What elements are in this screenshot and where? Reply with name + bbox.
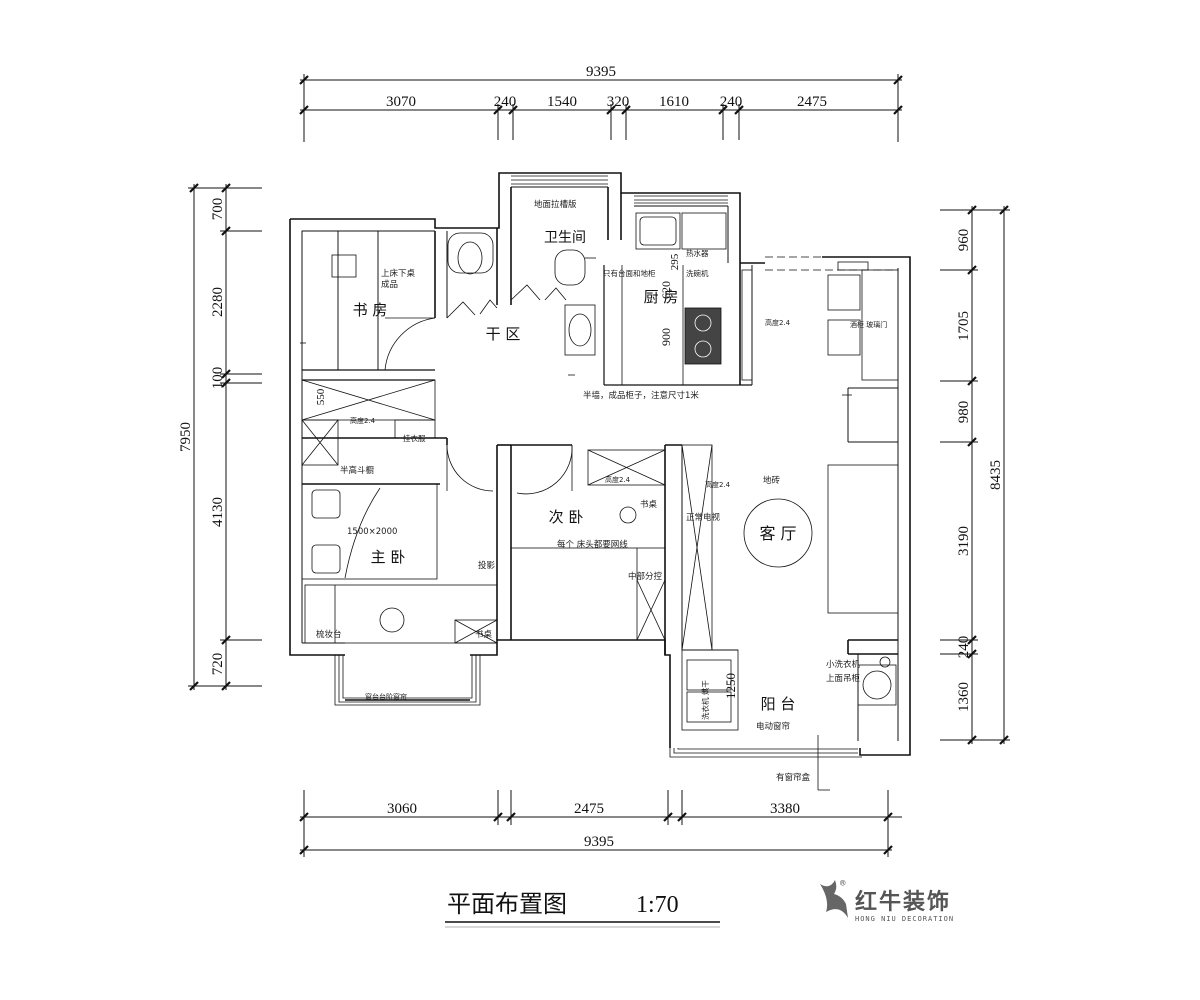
dimension-lines	[188, 74, 1010, 857]
brand-logo: ® 红牛装饰 HONG NIU DECORATION	[820, 879, 954, 923]
note-network: 每个 床头都要网线	[557, 539, 628, 550]
note-half-wall: 半墙，成品柜子，注意尺寸1米	[583, 390, 699, 401]
dim-top-segment: 2475	[797, 94, 827, 110]
dim-left-segment: 700	[210, 198, 226, 221]
dim-balcony: 1250	[723, 673, 738, 699]
dim-top-segment: 240	[494, 94, 517, 110]
room-labels: 书 房 卫生间 干 区 厨 房 次 卧 主 卧 客 厅 阳 台	[353, 230, 797, 713]
dim-left-segment: 720	[210, 653, 226, 676]
room-kitchen: 厨 房	[644, 288, 679, 306]
dim-kitchen: 295	[669, 253, 681, 270]
drawing-title: 平面布置图	[447, 890, 567, 918]
note-desk-master: 书桌	[475, 629, 493, 640]
note-height-wardrobe: 高度2.4	[350, 416, 376, 425]
note-hanging: 挂衣服	[403, 433, 426, 443]
dim-bottom-total: 9395	[584, 834, 614, 850]
note-small-washer: 小洗衣机	[826, 659, 861, 670]
room-bathroom: 卫生间	[544, 230, 586, 246]
room-living: 客 厅	[759, 524, 796, 543]
dim-bottom-segment: 3060	[387, 801, 417, 817]
dim-right-segment: 960	[956, 229, 972, 252]
note-desk-second: 书桌	[640, 499, 658, 510]
windows	[290, 175, 898, 758]
note-projection: 投影	[478, 560, 496, 571]
dim-right-segment: 3190	[956, 526, 972, 556]
dim-right-segment: 980	[956, 401, 972, 424]
furniture	[300, 212, 899, 791]
note-bed-size: 1500×2000	[347, 527, 397, 537]
note-curtain-box: 有窗帘盒	[776, 772, 811, 783]
note-electric-curtain: 电动窗帘	[756, 721, 790, 732]
note-dishwasher: 洗碗机	[686, 268, 709, 278]
dim-left-segment: 4130	[210, 497, 226, 527]
room-dry-area: 干 区	[486, 325, 521, 343]
room-master-bedroom: 主 卧	[371, 548, 406, 566]
note-balcony-cabinet: 洗衣机 烘干	[700, 680, 710, 720]
dim-right-segment: 1705	[956, 311, 972, 341]
note-floor-drain: 地面拉槽版	[534, 199, 577, 210]
note-counter: 只有台面和地柜	[603, 268, 656, 278]
note-height-bed2: 高度2.4	[605, 475, 631, 484]
dim-top-total: 9395	[586, 64, 616, 80]
room-second-bedroom: 次 卧	[549, 508, 584, 526]
note-bed-desk: 上床下桌	[381, 268, 416, 279]
dim-right-total: 8435	[988, 460, 1004, 490]
annotations: 上床下桌 成品 地面拉槽版 只有台面和地柜 热水器 洗碗机 半墙，成品柜子，注意…	[316, 199, 887, 783]
dim-left-segment: 100	[210, 367, 226, 390]
brand-subtitle: HONG NIU DECORATION	[855, 915, 954, 923]
note-display: 酒柜 玻璃门	[850, 320, 887, 329]
dim-right-segment: 1360	[956, 682, 972, 712]
dim-kitchen: 620	[659, 281, 673, 299]
dim-left-segment: 550	[315, 388, 327, 405]
note-bay-window: 窗台台阶窗帘	[365, 692, 407, 701]
note-water-heater: 热水器	[686, 248, 709, 258]
dim-top-segment: 320	[607, 94, 630, 110]
dimension-ticks	[189, 75, 1009, 855]
room-study: 书 房	[353, 301, 388, 319]
dim-bottom-segment: 3380	[770, 801, 800, 817]
dim-left-total: 7950	[178, 422, 194, 452]
note-finished: 成品	[381, 279, 398, 290]
walls	[289, 172, 911, 756]
dim-top-segment: 1540	[547, 94, 577, 110]
dim-kitchen: 900	[659, 328, 673, 346]
note-half-drawer: 半高斗橱	[340, 465, 375, 476]
note-mid-partition: 中部分控	[628, 571, 663, 582]
note-floor-tile: 地砖	[763, 475, 781, 486]
room-balcony: 阳 台	[761, 695, 796, 713]
dim-top-segment: 1610	[659, 94, 689, 110]
dim-left-segment: 2280	[210, 287, 226, 317]
dim-top-segment: 3070	[386, 94, 416, 110]
bull-logo-icon	[820, 880, 848, 918]
dim-right-segment: 240	[956, 636, 972, 659]
dim-bottom-segment: 2475	[574, 801, 604, 817]
note-height-kitchen: 高度2.4	[765, 318, 791, 327]
brand-registered-mark: ®	[840, 879, 846, 889]
note-normal-tv: 正常电视	[686, 512, 721, 523]
dimension-labels: 9395 3070 240 1540 320 1610 240 2475 306…	[178, 64, 1004, 850]
title-block: 平面布置图 1:70	[445, 890, 720, 928]
brand-name: 红牛装饰	[855, 889, 951, 915]
doors	[384, 284, 573, 495]
dim-top-segment: 240	[720, 94, 743, 110]
note-height-tv: 高度2.4	[705, 480, 731, 489]
drawing-scale: 1:70	[636, 892, 679, 918]
note-wall-cabinet: 上面吊柜	[826, 673, 861, 684]
note-dresser: 梳妆台	[316, 629, 342, 640]
